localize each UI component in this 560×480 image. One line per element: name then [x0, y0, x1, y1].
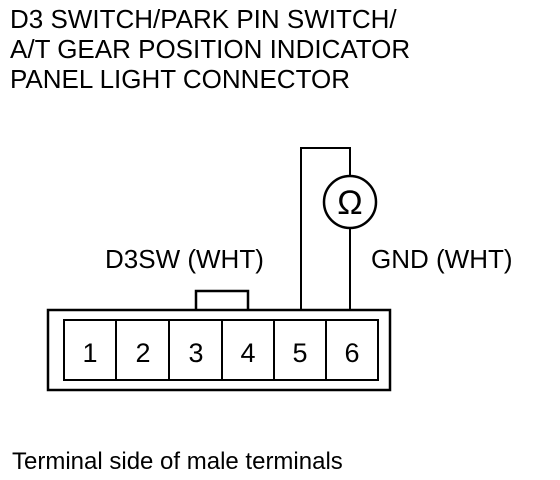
- title-line-2: A/T GEAR POSITION INDICATOR: [10, 34, 411, 64]
- terminal-number-6: 6: [344, 338, 359, 368]
- title-line-3: PANEL LIGHT CONNECTOR: [10, 64, 350, 94]
- diagram-title: D3 SWITCH/PARK PIN SWITCH/ A/T GEAR POSI…: [10, 4, 550, 94]
- d3sw-label: D3SW (WHT): [105, 244, 264, 274]
- diagram-caption: Terminal side of male terminals: [12, 448, 343, 475]
- terminal-number-2: 2: [135, 338, 150, 368]
- ohm-symbol: Ω: [337, 184, 362, 222]
- terminal-number-1: 1: [82, 338, 97, 368]
- connector-lock-tab: [194, 289, 250, 310]
- gnd-label: GND (WHT): [371, 244, 513, 274]
- title-line-1: D3 SWITCH/PARK PIN SWITCH/: [10, 4, 397, 34]
- terminal-number-4: 4: [240, 338, 255, 368]
- ohmmeter-icon: [322, 174, 378, 230]
- terminal-number-3: 3: [188, 338, 203, 368]
- test-wire-terminal-5: [300, 147, 351, 320]
- terminal-number-5: 5: [292, 338, 307, 368]
- connector-housing: [46, 308, 392, 392]
